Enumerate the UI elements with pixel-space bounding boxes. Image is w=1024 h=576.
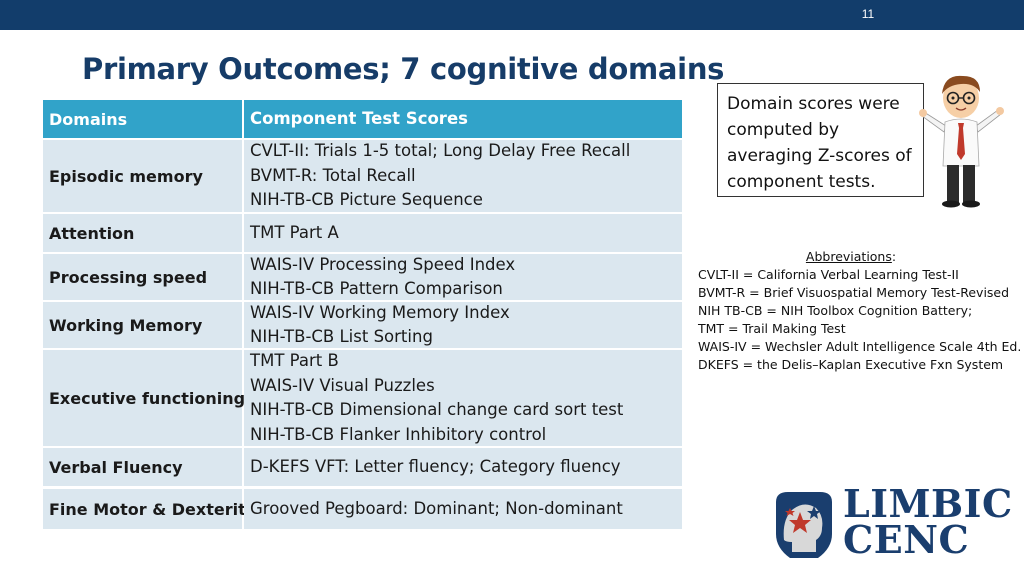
test-item: TMT Part B	[250, 351, 339, 370]
table-row: Fine Motor & Dexterity Grooved Pegboard:…	[43, 489, 682, 529]
test-item: NIH-TB-CB List Sorting	[250, 327, 433, 346]
domain-cell: Executive functioning	[43, 350, 245, 446]
header-component-tests-label: Component Test Scores	[250, 108, 468, 128]
slide-title: Primary Outcomes; 7 cognitive domains	[82, 52, 725, 86]
table-row: Working Memory WAIS-IV Working Memory In…	[43, 302, 682, 348]
cartoon-presenter-icon	[919, 75, 1004, 208]
abbreviation-line: NIH TB-CB = NIH Toolbox Cognition Batter…	[698, 303, 973, 318]
logo-line-limbic: LIMBIC	[843, 481, 1013, 526]
abbreviation-line: TMT = Trail Making Test	[698, 321, 846, 336]
domain-cell: Working Memory	[43, 302, 242, 348]
test-item: WAIS-IV Working Memory Index	[250, 302, 510, 322]
header-component-tests: Component Test Scores	[244, 100, 682, 138]
domain-score-note: Domain scores were computed by averaging…	[717, 83, 924, 197]
abbreviations-colon: :	[891, 249, 897, 264]
domain-cell: Fine Motor & Dexterity	[43, 489, 256, 529]
header-domains: Domains	[43, 100, 242, 138]
logo-wordmark: LIMBIC CENC	[843, 481, 1013, 562]
table-header-row: Domains Component Test Scores	[43, 100, 682, 138]
abbreviation-line: CVLT-II = California Verbal Learning Tes…	[698, 267, 959, 282]
tests-cell: CVLT-II: Trials 1-5 total; Long Delay Fr…	[244, 140, 682, 212]
domain-cell: Episodic memory	[43, 140, 242, 212]
slide-number: 11	[861, 7, 875, 21]
test-item: BVMT-R: Total Recall	[250, 165, 416, 185]
logo-line-cenc: CENC	[843, 517, 970, 562]
table-row: Executive functioning TMT Part B WAIS-IV…	[43, 350, 682, 446]
domain-cell: Attention	[43, 214, 242, 252]
tests-cell: D-KEFS VFT: Letter fluency; Category flu…	[244, 448, 682, 486]
table-row: Episodic memory CVLT-II: Trials 1-5 tota…	[43, 140, 682, 212]
table-row: Verbal Fluency D-KEFS VFT: Letter fluenc…	[43, 448, 682, 486]
test-item: NIH-TB-CB Pattern Comparison	[250, 279, 503, 298]
test-item: WAIS-IV Visual Puzzles	[250, 375, 435, 395]
abbreviations-title: Abbreviations	[805, 249, 892, 264]
test-item: NIH-TB-CB Picture Sequence	[250, 190, 483, 210]
table-row: Attention TMT Part A	[43, 214, 682, 252]
tests-cell: TMT Part B WAIS-IV Visual Puzzles NIH-TB…	[244, 350, 682, 446]
abbreviations-heading: Abbreviations:	[698, 248, 1004, 266]
tests-cell: WAIS-IV Processing Speed Index NIH-TB-CB…	[244, 254, 682, 300]
limbic-cenc-logo-icon	[776, 492, 832, 558]
test-item: Grooved Pegboard: Dominant; Non-dominant	[250, 498, 623, 518]
domain-cell: Verbal Fluency	[43, 448, 242, 486]
abbreviation-line: DKEFS = the Delis–Kaplan Executive Fxn S…	[698, 357, 1004, 372]
table-row: Processing speed WAIS-IV Processing Spee…	[43, 254, 682, 300]
test-item: NIH-TB-CB Dimensional change card sort t…	[250, 400, 624, 419]
test-item: NIH-TB-CB Flanker Inhibitory control	[250, 424, 547, 444]
domain-cell: Processing speed	[43, 254, 242, 300]
abbreviations-block: Abbreviations: CVLT-II = California Verb…	[698, 248, 1022, 374]
tests-cell: WAIS-IV Working Memory Index NIH-TB-CB L…	[244, 302, 682, 348]
top-banner: 11	[0, 0, 1024, 30]
test-item: CVLT-II: Trials 1-5 total; Long Delay Fr…	[250, 141, 631, 161]
tests-cell: Grooved Pegboard: Dominant; Non-dominant	[244, 489, 682, 529]
abbreviation-line: BVMT-R = Brief Visuospatial Memory Test-…	[698, 285, 1010, 300]
abbreviation-line: WAIS-IV = Wechsler Adult Intelligence Sc…	[698, 339, 1022, 354]
test-item: D-KEFS VFT: Letter fluency; Category flu…	[250, 456, 621, 476]
test-item: TMT Part A	[250, 222, 339, 242]
test-item: WAIS-IV Processing Speed Index	[250, 254, 516, 274]
tests-cell: TMT Part A	[244, 214, 682, 252]
